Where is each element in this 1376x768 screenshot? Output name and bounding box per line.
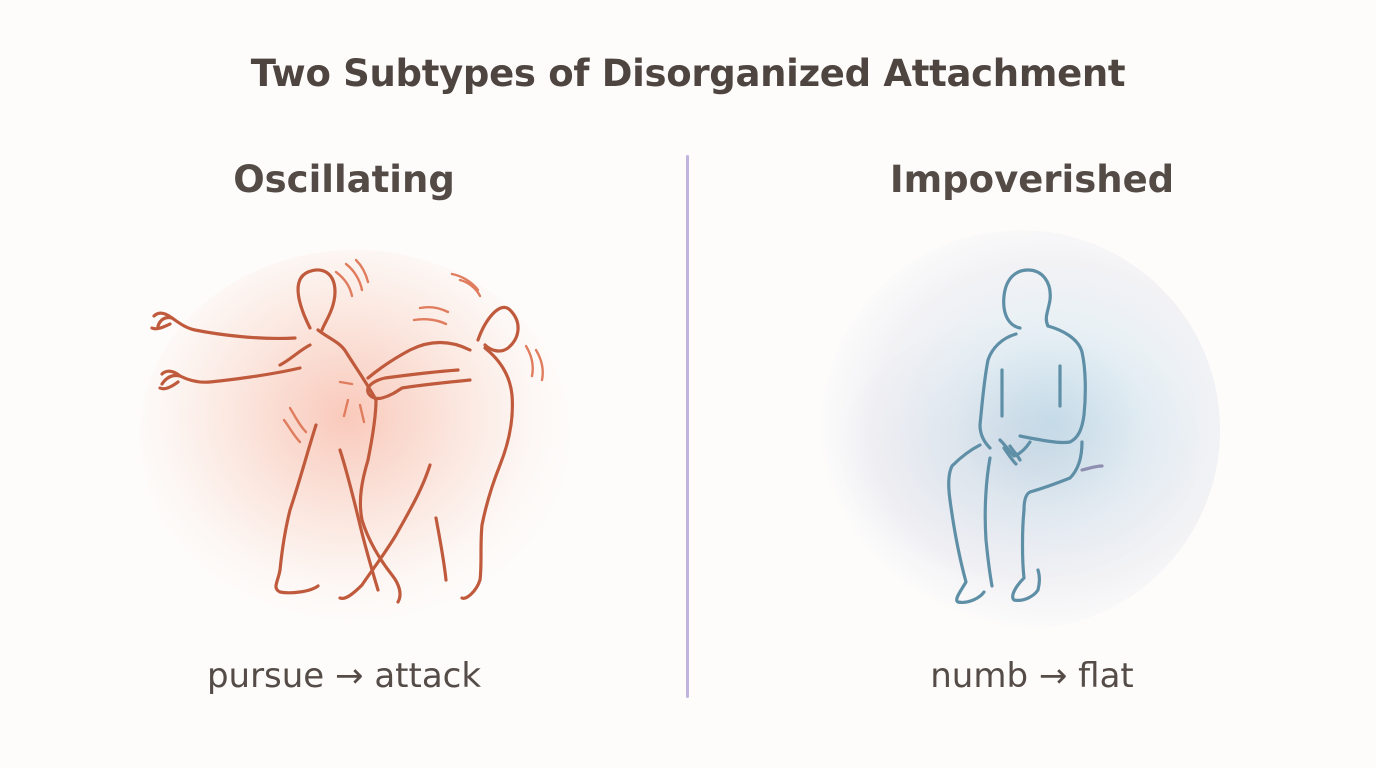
oscillating-heading: Oscillating	[233, 158, 455, 201]
cool-glow-background	[820, 230, 1220, 630]
panel-divider	[686, 155, 689, 698]
warm-glow-background	[140, 250, 570, 620]
oscillating-caption: pursue → attack	[206, 656, 482, 696]
impoverished-caption: numb → flat	[930, 656, 1134, 696]
seated-figure-numb-icon	[947, 268, 1104, 604]
two-figures-pursue-attack-icon	[150, 258, 544, 604]
page-title: Two Subtypes of Disorganized Attachment	[250, 52, 1126, 95]
impoverished-heading: Impoverished	[889, 158, 1175, 201]
grey-haze-background	[840, 320, 1200, 580]
